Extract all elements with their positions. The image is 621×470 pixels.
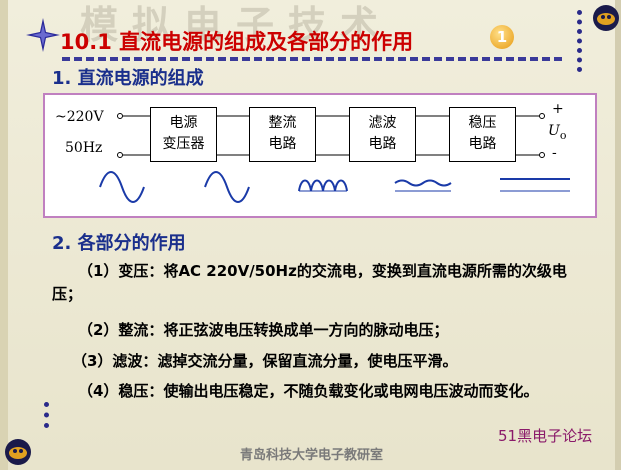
section-heading-composition: 1. 直流电源的组成 [52,68,204,89]
block-label: 滤波 [368,115,397,131]
input-voltage-label: ~220V [55,109,104,125]
output-voltage-subscript: o [559,128,567,142]
block-label: 电路 [468,136,497,152]
block-rectifier: 整流 电路 [249,107,316,162]
paragraph-regulator: （4）稳压：使输出电压稳定，不随负载变化或电网电压波动而变化。 [78,382,539,400]
logo-icon [5,439,31,465]
page-badge: 1 [490,25,514,49]
block-label: 变压器 [162,136,205,152]
slide-title: 10.1 直流电源的组成及各部分的作用 [60,30,414,54]
block-diagram: ~220V 50Hz 电源 变压器 整流 电路 滤波 电路 稳压 电路 + - … [43,93,597,218]
watermark-title: 模拟电子技术 [80,2,393,47]
output-voltage-label: Uo [548,123,566,142]
star-icon [26,18,60,52]
block-label: 电源 [169,115,198,131]
title-underline [62,57,562,61]
section-heading-functions: 2. 各部分的作用 [52,233,186,254]
block-label: 稳压 [468,115,497,131]
slide-right-rim [615,0,621,470]
block-regulator: 稳压 电路 [449,107,516,162]
output-plus-label: + [552,101,564,117]
block-label: 整流 [268,115,297,131]
footer-watermark: 青岛科技大学电子教研室 [240,448,384,463]
diagram-wiring [99,113,570,203]
footer-brand: 51黑电子论坛 [498,427,593,445]
slide-left-rim [0,0,8,470]
decorative-dots-top-right [577,10,588,72]
input-frequency-label: 50Hz [65,140,103,156]
output-minus-label: - [552,145,557,161]
paragraph-filter: （3）滤波：滤掉交流分量，保留直流分量，使电压平滑。 [72,352,458,370]
block-label: 电路 [368,136,397,152]
block-label: 电路 [268,136,297,152]
block-transformer: 电源 变压器 [150,107,217,162]
paragraph-transformer: （1）变压：将AC 220V/50Hz的交流电，变换到直流电源所需的次级电压； [52,262,567,303]
block-filter: 滤波 电路 [349,107,416,162]
paragraph-rectifier: （2）整流：将正弦波电压转换成单一方向的脉动电压； [78,321,449,339]
output-voltage-symbol: U [548,123,560,139]
logo-icon [593,5,619,31]
decorative-dots-bottom-left [44,402,55,428]
